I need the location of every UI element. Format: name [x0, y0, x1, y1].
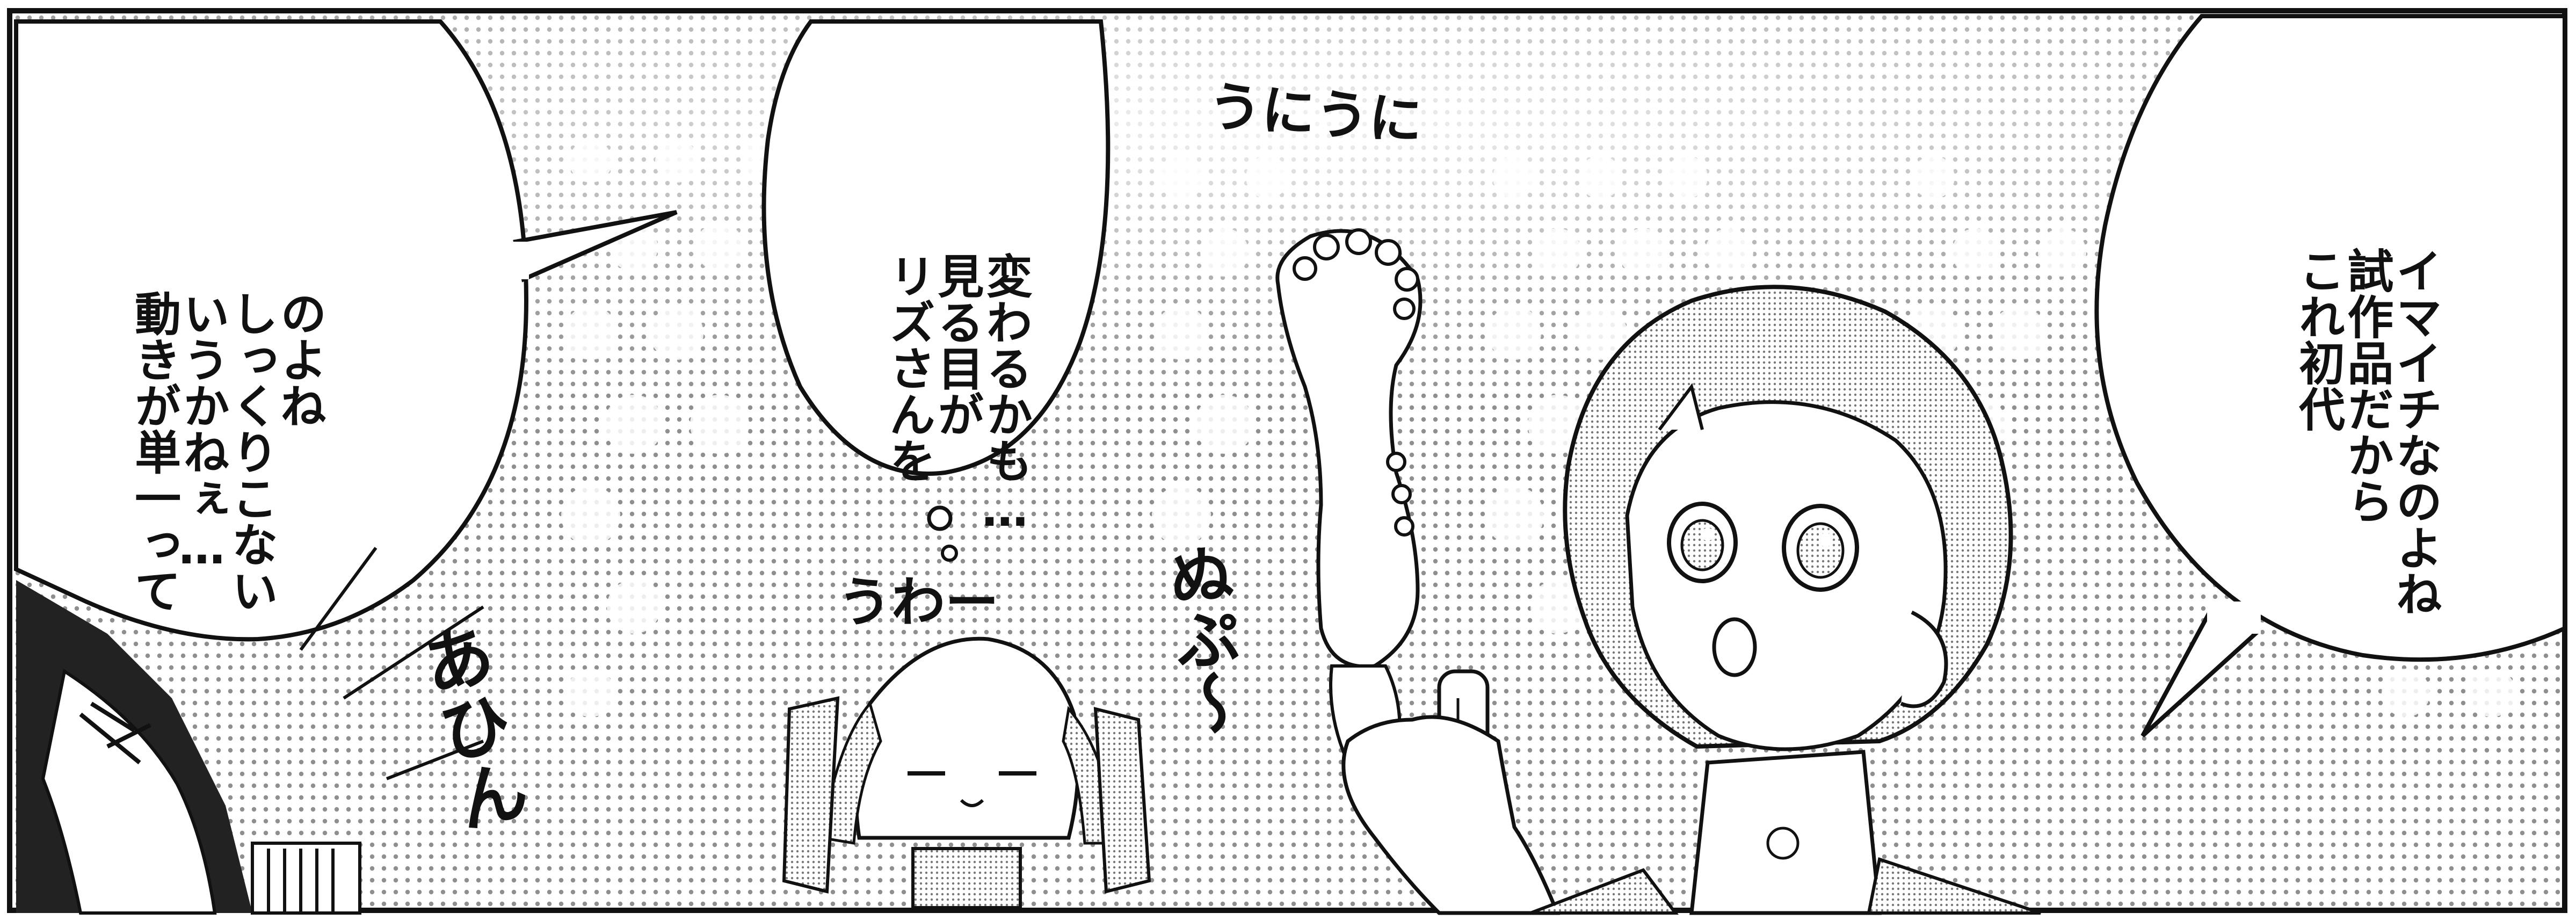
speech-bubble-left — [14, 19, 678, 642]
bubble-middle-line-1: リズさんを — [881, 252, 935, 483]
chibi-character — [782, 636, 1151, 909]
character-left-face — [16, 547, 484, 915]
bubble-middle-text: 変わるかも… 見る目が リズさんを — [835, 38, 1077, 537]
bubble-left-text: のよね しっくりこない いうかねぇ… 動きが単一って — [81, 75, 372, 613]
bubble-middle-line-3: 変わるかも… — [978, 252, 1032, 537]
bubble-right-line-2: 試作品だから — [2339, 247, 2393, 524]
bubble-middle-line-2: 見る目が — [929, 252, 983, 437]
thought-bubble-middle — [761, 19, 1111, 562]
bubble-right-line-1: これ初代 — [2290, 247, 2345, 432]
sfx-wiggle: うにうに — [1206, 75, 1425, 153]
hand — [1341, 715, 1561, 915]
speech-bubble-right — [2094, 14, 2567, 737]
eyes — [1667, 502, 1859, 592]
bubble-right-text: イマイチなのよね 試作品だから これ初代 — [2245, 32, 2487, 617]
bubble-left-line-2: いうかねぇ… — [175, 290, 229, 575]
sfx-nupu: ぬぷ〜 — [1154, 539, 1249, 740]
bubble-left-line-3: しっくりこない — [223, 290, 278, 613]
bubble-left-line-1: 動きが単一って — [126, 290, 180, 613]
main-character — [1529, 285, 2041, 915]
bubble-right-line-3: イマイチなのよね — [2388, 247, 2442, 617]
bubble-left-line-4: のよね — [272, 290, 326, 429]
sfx-uwaa: うわー — [838, 571, 999, 634]
